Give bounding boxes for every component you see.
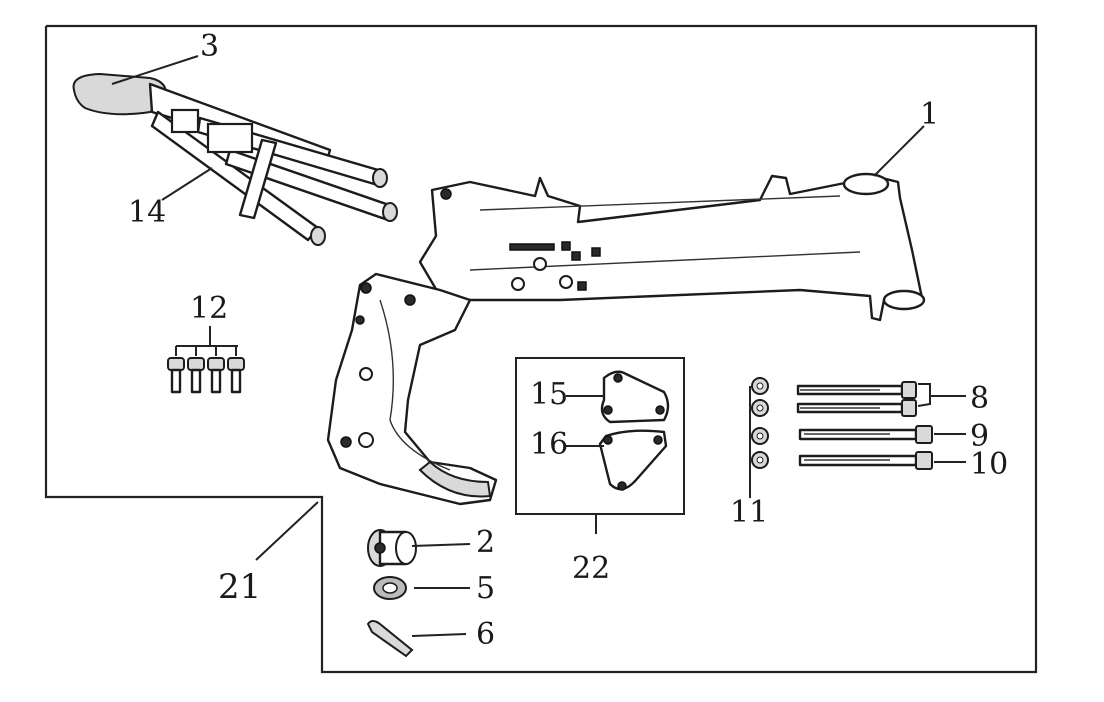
callout-2: 2 — [476, 525, 495, 560]
small-bolts — [167, 326, 245, 394]
callout-14: 14 — [128, 195, 166, 230]
rear-subframe — [72, 72, 398, 246]
callout-21: 21 — [218, 567, 261, 607]
assembly-boundary — [44, 24, 1038, 674]
callout-5: 5 — [476, 571, 495, 606]
bolt-set — [796, 381, 933, 470]
callout-11: 11 — [730, 495, 768, 530]
callout-8: 8 — [970, 381, 989, 416]
mount-plates-box — [515, 357, 685, 515]
callout-6: 6 — [476, 617, 495, 652]
washer-ring — [373, 576, 407, 600]
callout-3: 3 — [200, 29, 219, 64]
engine-mount-plates — [598, 370, 670, 491]
callout-22: 22 — [572, 551, 610, 586]
nut-set — [751, 377, 769, 469]
strap-clip — [366, 620, 414, 658]
main-frame — [326, 172, 926, 506]
callout-1: 1 — [920, 97, 939, 132]
callout-15: 15 — [530, 377, 568, 412]
rubber-grommet — [367, 529, 417, 567]
leader-lines — [111, 55, 966, 637]
callout-9: 9 — [970, 419, 989, 454]
callout-12: 12 — [190, 291, 228, 326]
callout-16: 16 — [530, 427, 568, 462]
callout-10: 10 — [970, 447, 1008, 482]
callout-labels: 3 1 14 12 15 16 22 8 9 10 11 2 5 6 21 — [128, 29, 1008, 652]
